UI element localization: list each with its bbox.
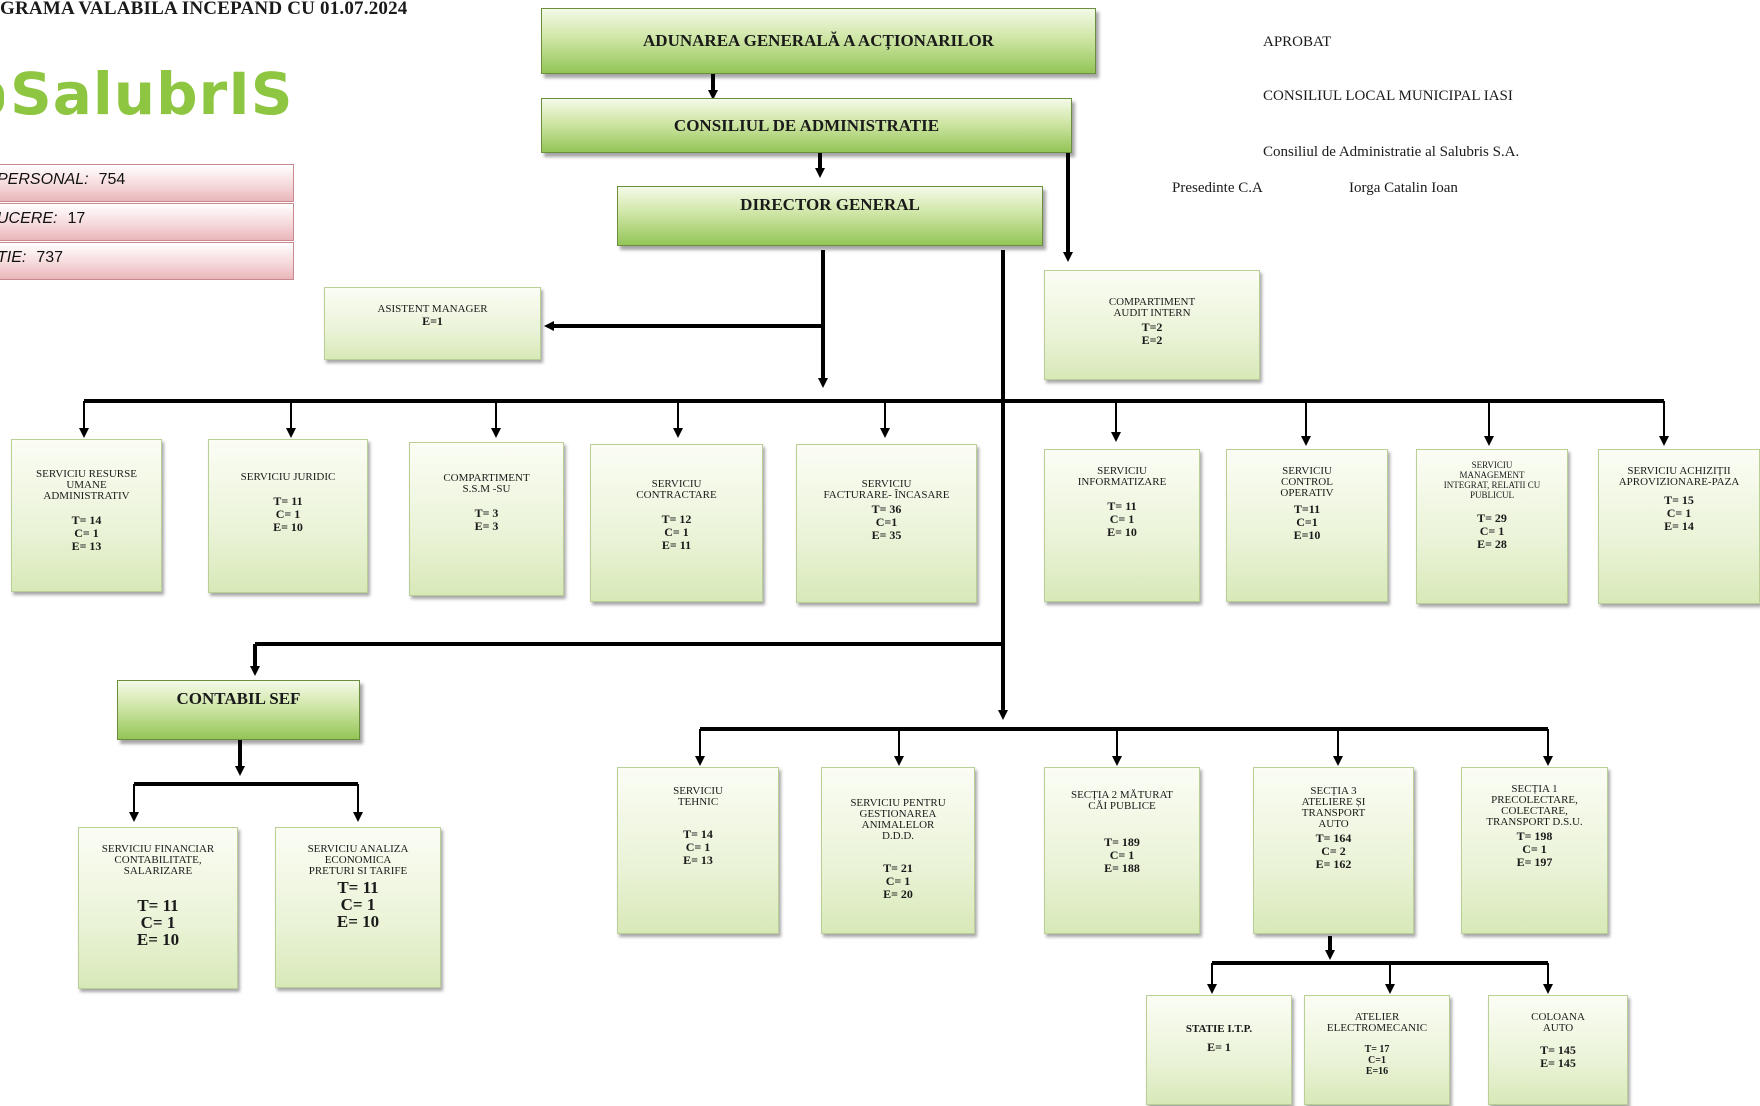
local-council: CONSILIUL LOCAL MUNICIPAL IASI	[1263, 88, 1513, 104]
salubris-logo: SalubrIS	[0, 60, 294, 128]
approved-label: APROBAT	[1263, 34, 1332, 50]
node-board: CONSILIUL DE ADMINISTRATIE	[541, 98, 1072, 153]
validity-title: GRAMA VALABILA INCEPAND CU 01.07.2024	[0, 0, 408, 19]
node-itp-station: STATIE I.T.P.E= 1	[1146, 995, 1292, 1105]
node-finance-accounting: SERVICIU FINANCIAR CONTABILITATE, SALARI…	[78, 827, 238, 989]
president-name: Iorga Catalin Ioan	[1349, 180, 1458, 196]
logo-text: SalubrIS	[10, 60, 294, 128]
logo-mark-icon	[0, 79, 4, 116]
node-internal-audit: COMPARTIMENT AUDIT INTERN T=2 E=2	[1044, 270, 1260, 380]
node-animal-service: SERVICIU PENTRU GESTIONAREA ANIMALELOR D…	[821, 767, 975, 934]
node-chief-accountant: CONTABIL SEF	[117, 680, 360, 740]
node-director: DIRECTOR GENERAL	[617, 186, 1043, 246]
node-section-1: SECȚIA 1 PRECOLECTARE, COLECTARE, TRANSP…	[1461, 767, 1608, 934]
board-text: Consiliul de Administratie al Salubris S…	[1263, 144, 1520, 160]
personnel-total: PERSONAL:754	[0, 164, 294, 202]
personnel-management: UCERE:17	[0, 203, 294, 241]
node-agm: ADUNAREA GENERALĂ A ACȚIONARILOR	[541, 8, 1096, 74]
node-economic-analysis: SERVICIU ANALIZA ECONOMICA PRETURI SI TA…	[275, 827, 441, 988]
node-assistant-manager: ASISTENT MANAGER E=1	[324, 287, 541, 360]
president-label: Presedinte C.A	[1172, 180, 1263, 196]
personnel-execution: TIE:737	[0, 242, 294, 280]
node-management-service: SERVICIU MANAGEMENT INTEGRAT, RELATII CU…	[1416, 449, 1568, 604]
